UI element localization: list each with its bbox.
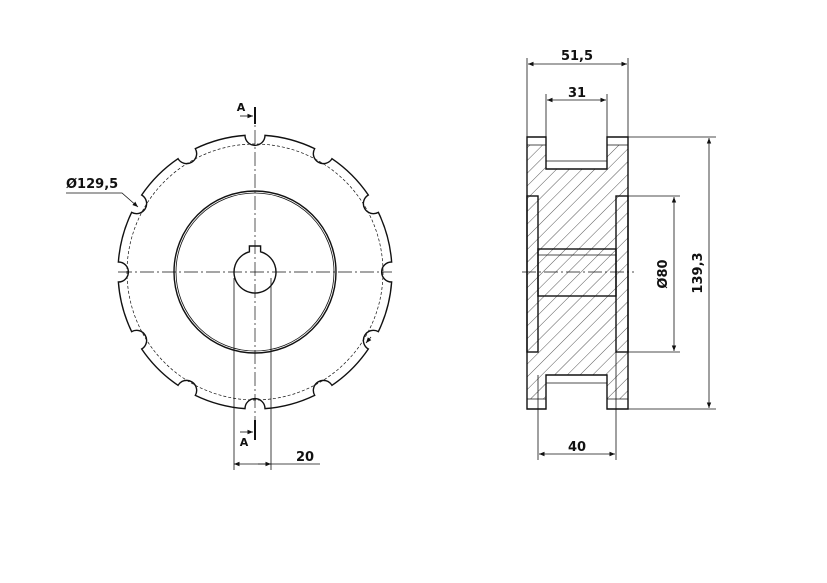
side-view: 51,5 31 40 Ø80 139,3 — [522, 49, 716, 460]
groove-width-label: 31 — [568, 86, 586, 101]
outer-diameter-label: Ø129,5 — [66, 177, 118, 192]
section-top-label: A — [237, 101, 246, 114]
hub-diameter-label: Ø80 — [656, 259, 671, 288]
bore-keyway — [233, 245, 277, 294]
outer-diameter-leader — [66, 192, 139, 208]
overall-height-label: 139,3 — [691, 252, 706, 293]
bore-section — [537, 248, 617, 297]
sprocket-rim-outline — [117, 134, 393, 410]
outer-diameter-leader-end — [365, 336, 372, 344]
hub-width-label: 40 — [568, 440, 586, 455]
front-view: A A Ø129,5 20 — [66, 101, 393, 470]
section-bottom-label: A — [240, 436, 249, 449]
overall-width-label: 51,5 — [561, 49, 593, 64]
key-width-label: 20 — [296, 450, 314, 465]
